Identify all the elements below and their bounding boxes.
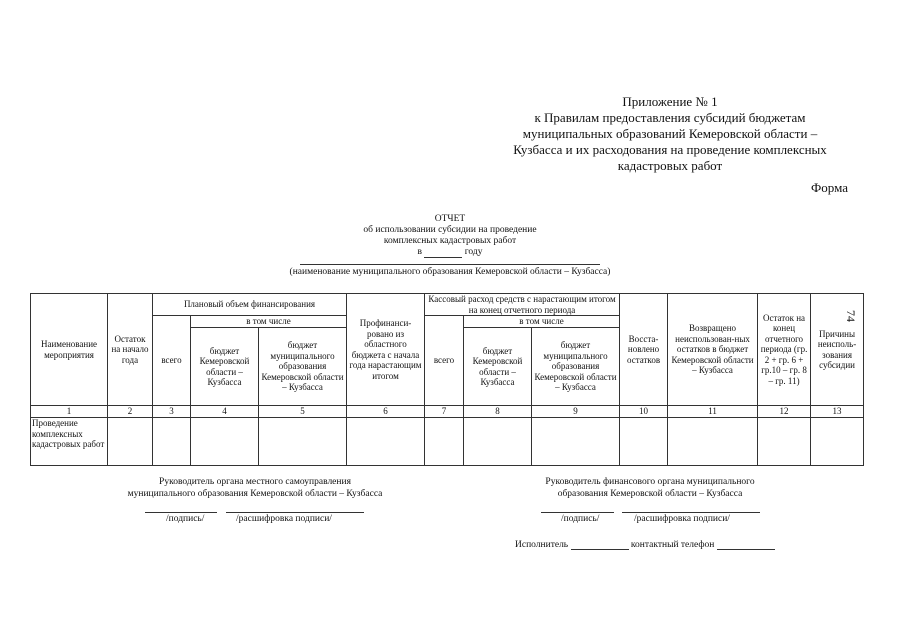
table-cell — [346, 417, 425, 466]
header-municipal-budget-1: бюджет муниципального образования Кемеро… — [258, 327, 347, 406]
table-cell — [619, 417, 669, 466]
left-signer-title-line-1: Руководитель органа местного самоуправле… — [159, 477, 351, 487]
left-decode-caption: /расшифровка подписи/ — [236, 514, 332, 524]
row-label: Проведение комплексных кадастровых работ — [30, 417, 108, 466]
left-signature-caption: /подпись/ — [166, 514, 205, 524]
col-number: 4 — [190, 405, 259, 418]
municipality-field: (наименование муниципального образования… — [230, 261, 670, 277]
appendix-line-5: кадастровых работ — [617, 158, 723, 173]
executor-blank — [570, 540, 629, 550]
col-number: 8 — [463, 405, 532, 418]
appendix-line-2: к Правилам предоставления субсидий бюдже… — [534, 110, 806, 125]
report-title-line-1: ОТЧЕТ — [434, 214, 466, 224]
form-label: Форма — [811, 180, 848, 195]
right-signer-title: Руководитель финансового органа муниципа… — [500, 476, 800, 500]
col-number: 11 — [667, 405, 759, 418]
header-regional-budget-2: бюджет Кемеровской области – Кузбасса — [463, 327, 532, 406]
table-cell — [424, 417, 464, 466]
year-blank — [424, 248, 463, 258]
appendix-header: Приложение № 1 к Правилам предоставления… — [470, 94, 870, 174]
right-decode-caption: /расшифровка подписи/ — [634, 514, 730, 524]
phone-label: контактный телефон — [630, 540, 715, 550]
appendix-line-4: Кузбасса и их расходования на проведение… — [513, 142, 827, 157]
col-number: 2 — [107, 405, 153, 418]
report-title-line-2: об использовании субсидии на проведение — [363, 225, 537, 235]
right-signer-title-line-2: образования Кемеровской области – Кузбас… — [557, 489, 743, 499]
header-incl-2: в том числе — [462, 315, 621, 328]
left-decode-line — [226, 512, 364, 513]
table-cell — [107, 417, 153, 466]
right-signature-line — [541, 512, 614, 513]
header-total-1: всего — [152, 315, 191, 406]
col-number: 9 — [530, 405, 621, 418]
table-cell — [667, 417, 759, 466]
table-cell — [530, 417, 621, 466]
appendix-line-3: муниципальных образований Кемеровской об… — [522, 126, 818, 141]
header-balance-end: Остаток на конец отчетного периода (гр. … — [757, 293, 812, 406]
year-suffix: году — [464, 247, 483, 257]
left-signature-line — [145, 512, 217, 513]
header-returned: Возвращено неиспользован-ных остатков в … — [667, 293, 759, 406]
table-cell — [190, 417, 259, 466]
col-number: 12 — [757, 405, 812, 418]
col-number: 13 — [810, 405, 865, 418]
right-signer-title-line-1: Руководитель финансового органа муниципа… — [545, 477, 755, 487]
header-total-2: всего — [424, 315, 464, 406]
table-cell — [810, 417, 865, 466]
phone-blank — [716, 540, 775, 550]
year-prefix: в — [417, 247, 423, 257]
header-prefinanced: Профинанси-ровано из областного бюджета … — [346, 293, 425, 406]
left-signer-title: Руководитель органа местного самоуправле… — [90, 476, 420, 500]
col-number: 3 — [152, 405, 191, 418]
table-cell — [463, 417, 532, 466]
header-balance-start: Остаток на начало года — [107, 293, 153, 406]
header-restored: Восста-новлено остатков — [619, 293, 669, 406]
report-table: Наименование мероприятия Остаток на нача… — [30, 293, 865, 466]
left-signer-title-line-2: муниципального образования Кемеровской о… — [127, 489, 383, 499]
executor-line: Исполнитель контактный телефон — [515, 540, 775, 550]
table-cell — [152, 417, 191, 466]
municipality-line — [300, 261, 600, 265]
col-number: 1 — [30, 405, 108, 418]
col-number: 5 — [258, 405, 347, 418]
report-year-line: в году — [230, 247, 670, 258]
header-municipal-budget-2: бюджет муниципального образования Кемеро… — [530, 327, 621, 406]
header-cash: Кассовый расход средств с нарастающим ит… — [423, 293, 621, 316]
col-number: 7 — [424, 405, 464, 418]
header-name: Наименование мероприятия — [30, 293, 108, 406]
appendix-line-1: Приложение № 1 — [622, 94, 718, 109]
right-decode-line — [622, 512, 760, 513]
col-number: 10 — [619, 405, 669, 418]
header-regional-budget-1: бюджет Кемеровской области – Кузбасса — [190, 327, 259, 406]
header-reasons: Причины неисполь-зования субсидии — [810, 293, 865, 406]
right-signature-caption: /подпись/ — [561, 514, 600, 524]
header-incl-1: в том числе — [190, 315, 347, 328]
col-number: 6 — [346, 405, 425, 418]
header-planned: Плановый объем финансирования — [152, 293, 347, 316]
table-cell — [258, 417, 347, 466]
report-title: ОТЧЕТ об использовании субсидии на прове… — [230, 214, 670, 258]
table-cell — [757, 417, 812, 466]
municipality-caption: (наименование муниципального образования… — [289, 267, 611, 277]
report-title-line-3: комплексных кадастровых работ — [383, 236, 517, 246]
executor-label: Исполнитель — [515, 540, 569, 550]
